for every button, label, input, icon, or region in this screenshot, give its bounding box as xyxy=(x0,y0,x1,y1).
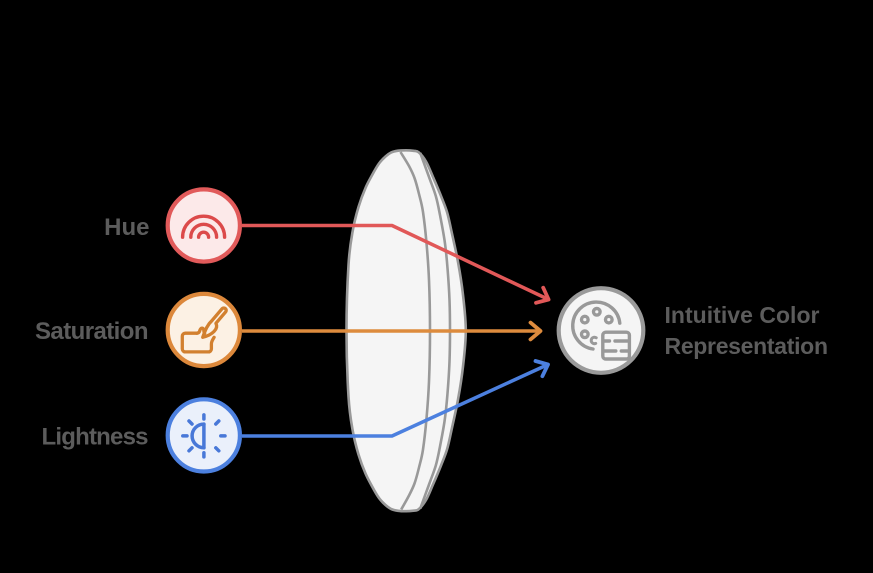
svg-text:Representation: Representation xyxy=(665,333,829,359)
svg-text:Lightness: Lightness xyxy=(42,424,149,451)
svg-text:Hue: Hue xyxy=(104,214,149,241)
svg-text:Intuitive Color: Intuitive Color xyxy=(665,302,820,328)
svg-text:Saturation: Saturation xyxy=(35,318,149,345)
